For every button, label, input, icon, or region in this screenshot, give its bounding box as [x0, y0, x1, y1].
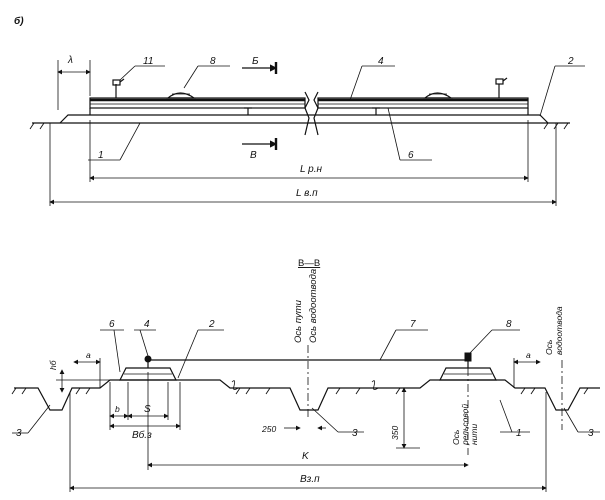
dim-b: b	[115, 404, 120, 414]
support-post-left	[244, 107, 252, 115]
axis-track-label: Ось пути	[293, 299, 304, 343]
base-slab	[59, 114, 549, 124]
post-11-icon	[112, 78, 125, 98]
rail-body-left	[89, 97, 306, 109]
break-mark-right	[371, 380, 379, 390]
axis-drain-label: Ось водоотвода	[308, 269, 319, 343]
rail-body-right	[317, 97, 529, 109]
section-marker-bottom	[242, 138, 278, 150]
support-post-right	[372, 107, 380, 115]
callout-3-mid: 3	[352, 428, 358, 439]
axis-rail-label-2: рельсовой	[460, 404, 470, 446]
callout-7: 7	[410, 319, 416, 330]
rail-head-left-icon	[144, 355, 152, 368]
rail-joint-break	[304, 91, 319, 136]
section-marker-top	[242, 62, 278, 74]
dim-K: K	[302, 451, 310, 462]
callout-3-right: 3	[588, 428, 594, 439]
callout-6: 6	[408, 150, 414, 161]
section-title: В—В	[298, 258, 320, 269]
callout-4: 4	[378, 56, 384, 67]
rail-assembly-right	[439, 367, 497, 381]
dim-350: 350	[390, 426, 400, 440]
callout-11: 11	[143, 56, 153, 67]
dim-a-left: a	[86, 350, 91, 360]
axis-rail-label-1: Ось	[451, 430, 461, 445]
clamp-left-icon	[166, 92, 196, 99]
ground-hatching-top	[29, 122, 569, 130]
figure-label: б)	[14, 15, 24, 27]
top-view: 11 8 4 2 1 6 Б В λ L р.н	[29, 55, 585, 206]
dim-rail-length: L р.н	[300, 164, 322, 175]
callout-3-left: 3	[16, 428, 22, 439]
rail-head-right-icon	[464, 352, 472, 368]
section-label-top: Б	[252, 56, 259, 67]
callout-1-section: 1	[516, 428, 522, 439]
callout-8-section: 8	[506, 319, 512, 330]
dim-lambda: λ	[67, 55, 73, 66]
axis-drain-right-1: Ось	[544, 340, 554, 355]
callout-2: 2	[567, 56, 574, 67]
dim-B-total: Bз.п	[300, 474, 320, 485]
clamp-right-icon	[423, 92, 453, 99]
callout-4-section: 4	[144, 319, 150, 330]
callout-2-section: 2	[208, 319, 215, 330]
break-mark-left	[231, 380, 239, 390]
callout-8: 8	[210, 56, 216, 67]
ground-hatching-section	[11, 387, 589, 395]
callout-1: 1	[98, 150, 104, 161]
axis-drain-right-2: водоотвода	[554, 306, 564, 355]
axis-rail-label-3: нити	[469, 424, 479, 445]
dim-a-right: a	[526, 350, 531, 360]
dim-total-length: L в.п	[296, 188, 318, 199]
ground-profile	[14, 379, 600, 411]
dim-S: S	[144, 404, 151, 415]
dim-h: hб	[48, 359, 58, 370]
section-label-bottom: В	[250, 150, 257, 161]
post-right-icon	[495, 77, 508, 98]
dim-250: 250	[261, 424, 276, 434]
rail-assembly-left	[119, 367, 177, 381]
dim-B-bed: Bб.з	[132, 429, 152, 441]
cross-section-view: В—В	[11, 258, 600, 492]
callout-6-section: 6	[109, 319, 115, 330]
